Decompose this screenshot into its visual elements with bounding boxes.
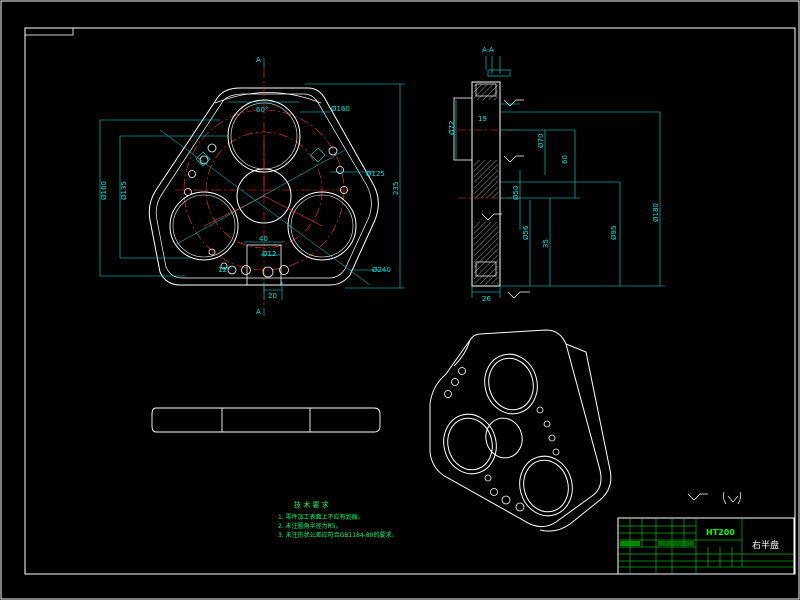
dim-19: 19 — [478, 115, 487, 123]
side-dimension-lines — [455, 100, 665, 298]
section-mark-top: A — [256, 56, 261, 64]
dim-d70: Ø70 — [537, 134, 545, 148]
dim-35: 35 — [542, 239, 550, 248]
side-hub — [453, 97, 473, 161]
bolt-circle — [183, 109, 345, 271]
tech-line-2: 2. 未注圆角半径为R5。 — [278, 522, 342, 530]
dim-d125: Ø125 — [366, 170, 385, 178]
dim-12: 12 — [218, 266, 227, 274]
leader-diag-2 — [174, 149, 346, 246]
tech-requirements: 技 术 要 求 1. 零件加工表面上不应有划痕。 2. 未注圆角半径为R5。 3… — [278, 500, 397, 539]
hatch-mid — [474, 160, 498, 198]
small-holes — [184, 143, 348, 278]
surface-finish-marks — [481, 99, 530, 299]
leader-diag-1 — [159, 129, 371, 286]
hatch-top — [474, 84, 498, 100]
plate-inner-chamfer — [155, 93, 372, 279]
front-dimension-lines — [99, 58, 405, 316]
plate-outline — [148, 87, 379, 286]
spoke-right — [263, 195, 323, 227]
front-view: A A 60° Ø160 Ø160 Ø135 Ø125 Ø240 235 40 … — [99, 56, 405, 316]
dim-d72: Ø72 — [448, 121, 456, 135]
drawing-frame — [24, 27, 796, 575]
marker-square-right — [310, 147, 326, 163]
dim-d12: Ø12 — [262, 250, 276, 258]
dim-d56: Ø56 — [522, 225, 530, 240]
dim-d240: Ø240 — [372, 266, 391, 274]
dim-40: 40 — [259, 235, 268, 243]
tech-title: 技 术 要 求 — [294, 500, 329, 509]
large-hole-right-inner — [290, 194, 354, 258]
edge-view — [151, 407, 381, 433]
marker-square-left — [195, 151, 211, 167]
title-block: HT200 右半盘 — [617, 517, 795, 575]
dim-angle: 60° — [256, 106, 268, 114]
section-label: A-A — [482, 46, 494, 54]
large-hole-left-inner — [172, 194, 236, 258]
dim-235: 235 — [392, 182, 400, 195]
dim-d135: Ø135 — [120, 181, 128, 200]
hatch-bottom — [474, 262, 498, 284]
dim-d95: Ø95 — [610, 226, 618, 240]
isometric-view — [429, 329, 612, 532]
side-body — [471, 81, 501, 287]
dim-d180: Ø180 — [652, 203, 660, 222]
top-arc — [214, 92, 322, 104]
section-mark-bottom: A — [256, 308, 261, 316]
dim-26: 26 — [482, 295, 491, 303]
large-hole-left — [169, 191, 239, 261]
dim-d160-height: Ø160 — [100, 181, 108, 200]
side-view: A-A — [448, 46, 665, 303]
dim-d50: Ø50 — [512, 186, 520, 200]
tech-line-3: 3. 未注形状公差应符合GB1184-80的要求。 — [278, 531, 397, 539]
material-label: HT200 — [706, 528, 735, 537]
dim-20: 20 — [268, 292, 277, 300]
part-name: 右半盘 — [752, 539, 779, 551]
dim-60: 60 — [561, 155, 569, 164]
large-hole-right — [287, 191, 357, 261]
pitch-circle — [205, 131, 323, 249]
hatch-low — [474, 222, 498, 262]
general-roughness-symbol — [687, 491, 742, 505]
corner-label-box — [24, 27, 74, 36]
dim-d160-hole: Ø160 — [331, 105, 350, 113]
tech-line-1: 1. 零件加工表面上不应有划痕。 — [278, 513, 364, 521]
